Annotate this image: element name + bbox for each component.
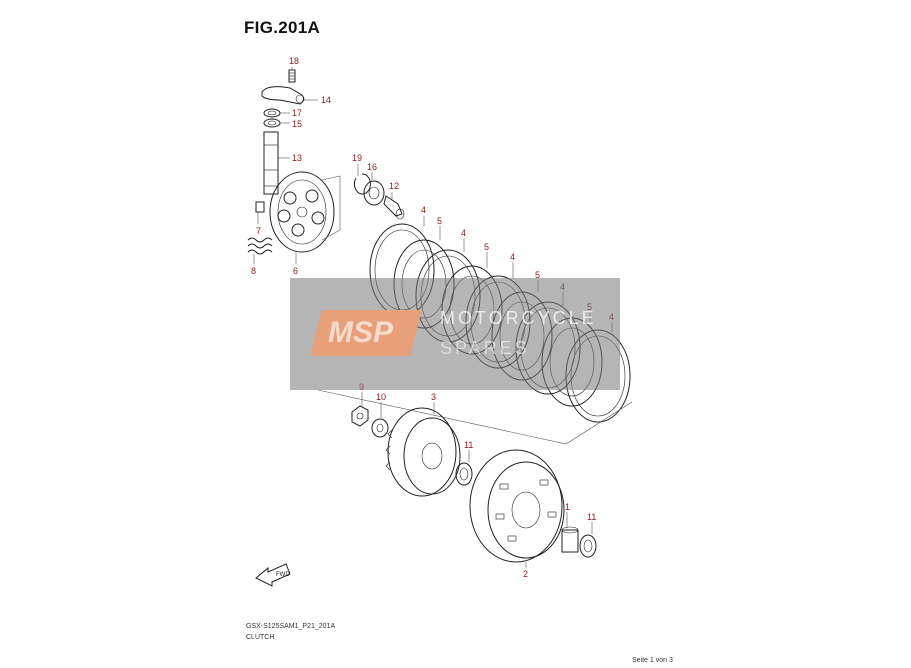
callout-4b: 4	[461, 228, 466, 238]
watermark-line-2: SPARES	[440, 338, 530, 358]
callout-8: 8	[251, 266, 256, 276]
pressure-disc	[269, 171, 335, 253]
callout-11b: 11	[587, 512, 596, 522]
callout-5a: 5	[437, 216, 442, 226]
figure-code: GSX-S125SAM1_P21_201A	[246, 623, 336, 630]
callout-5c: 5	[535, 270, 540, 280]
figure-name: CLUTCH	[246, 634, 275, 641]
spring-bolt	[247, 201, 273, 255]
leader-lines	[253, 67, 613, 568]
callout-4a: 4	[421, 205, 426, 215]
callout-16: 16	[367, 162, 377, 172]
callout-10: 10	[376, 392, 386, 402]
callout-7: 7	[256, 226, 261, 236]
primary-driven-gear	[469, 449, 565, 563]
msp-logo-text: MSP	[328, 316, 394, 349]
sleeve-hub	[385, 407, 461, 497]
page-number: Seite 1 von 3	[632, 657, 673, 664]
bearing-assembly	[353, 173, 405, 220]
release-shaft	[263, 131, 279, 195]
fwd-label: FWD	[276, 572, 290, 578]
callout-4c: 4	[510, 252, 515, 262]
callout-19: 19	[352, 153, 362, 163]
callout-5b: 5	[484, 242, 489, 252]
fwd-arrow-icon	[255, 563, 291, 587]
release-seals	[263, 108, 281, 128]
callout-12: 12	[389, 181, 399, 191]
watermark-line-1: MOTORCYCLE	[440, 308, 597, 328]
callout-2: 2	[523, 569, 528, 579]
nut-and-washer	[351, 405, 389, 438]
callout-13: 13	[292, 153, 302, 163]
spacer-and-washer	[561, 526, 597, 558]
thrust-washer-11a	[455, 462, 473, 486]
callout-14: 14	[321, 95, 331, 105]
callout-18: 18	[289, 56, 299, 66]
watermark-overlay: MSP MOTORCYCLE SPARES	[290, 278, 620, 390]
callout-17: 17	[292, 108, 302, 118]
callout-1: 1	[565, 502, 570, 512]
callout-labels: 18 14 17 15 13 7 8 6 19 16 12 4 5 4 5 4 …	[251, 56, 614, 579]
release-arm	[261, 69, 305, 105]
figure-title: FIG.201A	[244, 18, 321, 37]
callout-3: 3	[431, 392, 436, 402]
callout-6: 6	[293, 266, 298, 276]
callout-15: 15	[292, 119, 302, 129]
msp-logo: MSP	[310, 310, 422, 356]
callout-11a: 11	[464, 440, 473, 450]
